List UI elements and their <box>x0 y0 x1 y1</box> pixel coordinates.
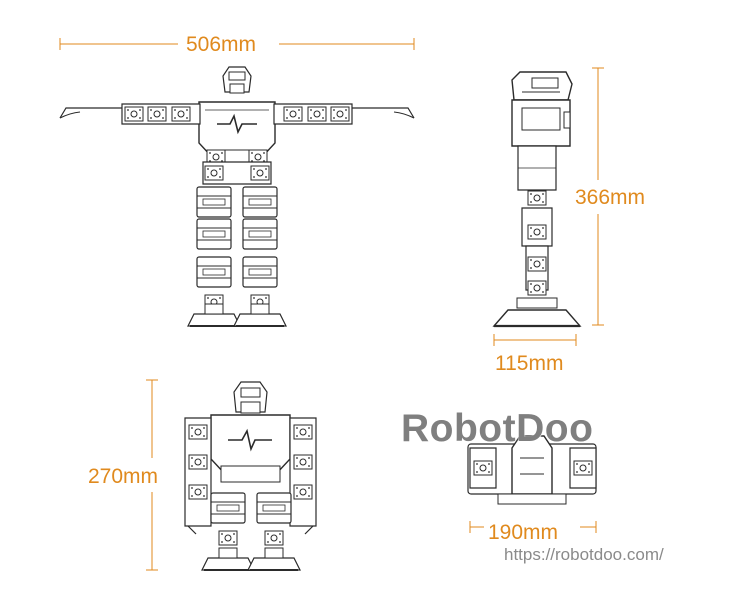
dimension-line-height-side <box>592 67 604 326</box>
front-left-arm <box>60 104 200 124</box>
dimension-label-height-crouched: 270mm <box>88 465 159 488</box>
top-view-robot <box>468 436 596 504</box>
crouched-legs <box>201 492 301 571</box>
crouched-view-robot <box>185 382 316 571</box>
front-hips <box>203 162 271 184</box>
dimension-label-width-top: 190mm <box>488 521 559 544</box>
dimension-line-width-front <box>59 38 415 50</box>
side-head <box>512 72 572 100</box>
front-left-leg <box>187 186 241 327</box>
dimension-line-depth-side <box>493 334 577 346</box>
crouched-head <box>234 382 267 413</box>
dimension-label-width-front: 506mm <box>186 33 257 56</box>
crouched-right-arm <box>290 418 316 534</box>
dimension-label-height-side: 366mm <box>575 186 646 209</box>
front-torso <box>199 102 275 165</box>
front-right-leg <box>233 186 287 327</box>
side-view-robot <box>494 72 580 326</box>
front-view-robot <box>60 67 414 327</box>
side-leg <box>494 146 580 326</box>
dimension-line-height-crouched <box>146 379 158 571</box>
side-torso <box>512 100 570 146</box>
front-right-arm <box>274 104 414 124</box>
crouched-left-arm <box>185 418 211 534</box>
brand-watermark: RobotDoo <box>401 407 594 450</box>
crouched-torso <box>211 415 290 482</box>
brand-url: https://robotdoo.com/ <box>504 545 664 564</box>
dimension-label-depth-side: 115mm <box>495 352 564 375</box>
dimension-line-width-top <box>469 521 597 533</box>
front-head <box>223 67 251 93</box>
